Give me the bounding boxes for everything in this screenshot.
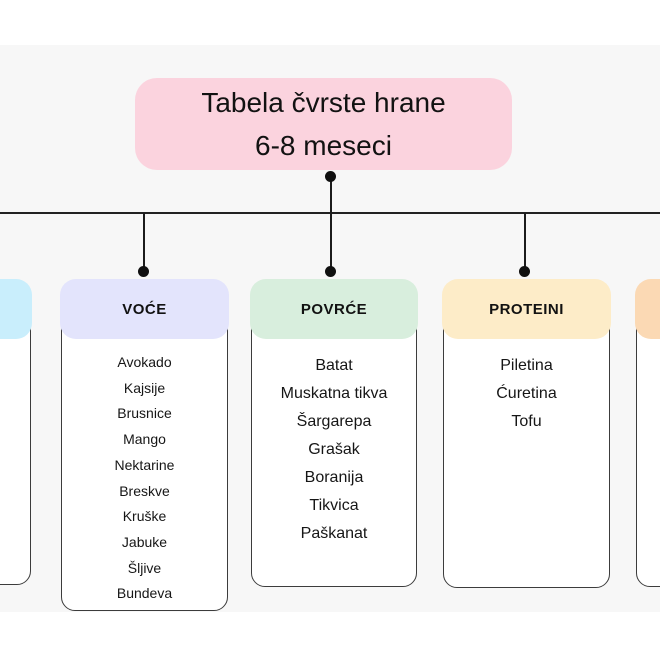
category-header: POVRĆE [250,279,418,339]
category-card-left-partial [0,279,32,585]
category-header: VOĆE [60,279,229,339]
connector-dot [325,171,336,182]
connector-dot [138,266,149,277]
title-line-2: 6-8 meseci [255,130,392,161]
list-item: Kajsije [123,379,166,396]
connector-line-voce [143,213,145,272]
list-item: Bundeva [116,585,173,602]
list-item: Mango [123,431,166,448]
list-item: Paškanat [300,525,368,542]
list-item: Kruške [122,508,167,525]
list-item: Grašak [308,441,360,458]
category-card-right-partial [635,279,660,587]
list-item: Muskatna tikva [280,385,388,402]
connector-dot [325,266,336,277]
list-item: Batat [315,357,353,374]
list-item: Šargarepa [296,413,372,430]
list-item: Tikvica [309,497,359,514]
list-item: Ćuretina [496,385,557,402]
category-header [0,279,32,339]
list-item: Šljive [127,559,162,576]
list-item: Piletina [500,357,553,374]
list-item: Jabuke [121,533,168,550]
category-header [635,279,660,339]
title-node: Tabela čvrste hrane 6-8 meseci [135,78,512,170]
list-item: Boranija [304,469,364,486]
list-item: Nektarine [114,456,175,473]
list-item: Brusnice [117,405,172,422]
category-header: PROTEINI [442,279,611,339]
connector-dot [519,266,530,277]
list-item: Tofu [511,413,542,430]
list-item: Breskve [119,482,170,499]
connector-line-proteini [524,213,526,272]
connector-line-center [330,176,332,272]
list-item: Avokado [117,354,172,370]
title-line-1: Tabela čvrste hrane [201,87,446,118]
